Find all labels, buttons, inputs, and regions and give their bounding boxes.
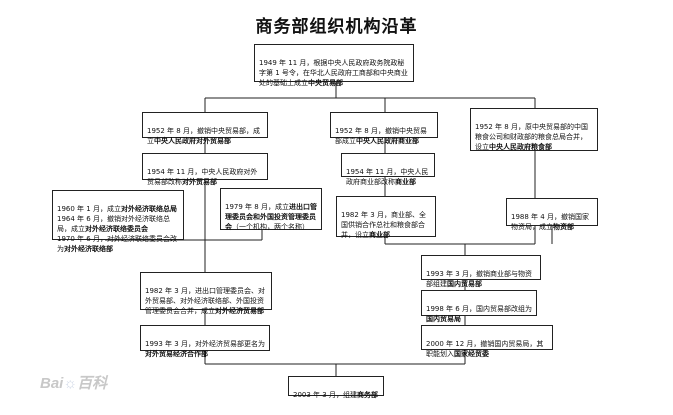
box-text: 1952 年 8 月，撤销中央贸易部成立 (335, 127, 427, 145)
box-1998-domestic-trade-bureau: 1998 年 6 月，国内贸易部改组为国内贸易局 (421, 290, 537, 323)
box-bold-text: 对外贸易经济合作部 (145, 350, 208, 358)
box-bold-text: 对外经济联络委员会 (85, 225, 148, 233)
box-text: 1964 年 6 月，撤销对外经济联络总局，成立 (57, 215, 170, 233)
box-1952-grain-ministry: 1952 年 8 月，原中央贸易部的中国粮食公司和财政部的粮食总局合并，设立中央… (470, 108, 598, 151)
box-bold-text: 中央人民政府商业部 (356, 137, 419, 145)
box-1993-foreign-trade-cooperation: 1993 年 3 月，对外经济贸易部更名为对外贸易经济合作部 (140, 325, 270, 358)
box-text: 1952 年 8 月，撤销中央贸易部，成立 (147, 127, 260, 145)
box-bold-text: 商务部 (356, 391, 378, 399)
watermark-suffix: 百科 (77, 375, 108, 392)
box-text: 1993 年 3 月，撤销商业部与物资部组建 (426, 270, 532, 288)
watermark-logo: Bai☼百科 (40, 372, 107, 393)
box-1979-import-export-committee: 1979 年 8 月，成立进出口管理委员会和外国投资管理委员会（一个机构，两个名… (220, 188, 322, 231)
watermark-text: Bai (40, 375, 64, 392)
box-bold-text: 中央人民政府对外贸易部 (154, 137, 231, 145)
box-2003-commerce-ministry: 2003 年 3 月，组建商务部 (288, 376, 384, 399)
paw-icon: ☼ (63, 375, 78, 392)
box-bold-text: 物资部 (553, 223, 574, 231)
box-text: 1998 年 6 月，国内贸易部改组为 (426, 305, 532, 313)
box-text: 1954 年 11 月，中央人民政府商业部改称 (346, 168, 429, 186)
box-bold-text: 国家经贸委 (454, 350, 489, 358)
box-bold-text: 商业部 (395, 178, 416, 186)
box-bold-text: 对外经济贸易部 (215, 307, 264, 315)
box-1982-commerce-merger: 1982 年 3 月，商业部、全国供销合作总社和粮食部合并，设立商业部 (336, 196, 436, 239)
box-text: 1988 年 4 月，撤销国家物资局，成立 (511, 213, 589, 231)
page-title: 商务部组织机构沿革 (255, 17, 418, 37)
box-text: 1949 年 11 月，根据中央人民政府政务院政秘字第 1 号令，在华北人民政府… (259, 59, 408, 87)
box-bold-text: 对外贸易部 (182, 178, 217, 186)
box-1952-foreign-trade-ministry: 1952 年 8 月，撤销中央贸易部，成立中央人民政府对外贸易部 (142, 112, 268, 145)
box-text: 1982 年 3 月，商业部、全国供销合作总社和粮食部合并，设立 (341, 211, 426, 239)
box-2000-economic-trade-commission: 2000 年 12 月，撤销国内贸易局，其职能划入国家经贸委 (421, 325, 553, 358)
box-1960-economic-liaison: 1960 年 1 月，成立对外经济联络总局 1964 年 6 月，撤销对外经济联… (52, 190, 184, 253)
box-1993-domestic-trade-ministry: 1993 年 3 月，撤销商业部与物资部组建国内贸易部 (421, 255, 541, 288)
box-1949-central-trade-ministry: 1949 年 11 月，根据中央人民政府政务院政秘字第 1 号令，在华北人民政府… (254, 44, 414, 87)
box-text: 2003 年 3 月，组建 (293, 391, 357, 399)
box-1988-materials-ministry: 1988 年 4 月，撤销国家物资局，成立物资部 (506, 198, 598, 231)
box-text: 1982 年 3 月，进出口管理委员会、对外贸易部、对外经济联络部、外国投资管理… (145, 287, 265, 315)
box-text: 1979 年 8 月，成立 (225, 203, 289, 211)
box-text: 1952 年 8 月，原中央贸易部的中国粮食公司和财政部的粮食总局合并，设立 (475, 123, 588, 151)
box-bold-text: 进出口管理委员会和外国投资管理委员会 (225, 203, 317, 231)
box-bold-text: 对外经济联络部 (64, 245, 113, 253)
box-text: 1993 年 3 月，对外经济贸易部更名为 (145, 340, 265, 348)
box-bold-text: 对外经济联络总局 (120, 205, 177, 213)
box-bold-text: 中央贸易部 (308, 79, 343, 87)
box-bold-text: 中央人民政府粮食部 (489, 143, 552, 151)
box-text: 1960 年 1 月，成立 (57, 205, 121, 213)
box-text: （一个机构，两个名称） (232, 223, 309, 231)
box-text: 1954 年 11 月，中央人民政府对外贸易部改称 (147, 168, 258, 186)
box-bold-text: 国内贸易部 (447, 280, 482, 288)
box-bold-text: 国内贸易局 (426, 315, 461, 323)
box-1982-foreign-economic-trade: 1982 年 3 月，进出口管理委员会、对外贸易部、对外经济联络部、外国投资管理… (140, 272, 272, 315)
box-1952-commerce-ministry: 1952 年 8 月，撤销中央贸易部成立中央人民政府商业部 (330, 112, 438, 145)
box-bold-text: 商业部 (369, 231, 390, 239)
box-1954-commerce-ministry: 1954 年 11 月，中央人民政府商业部改称商业部 (341, 153, 435, 186)
box-text: 2000 年 12 月，撤销国内贸易局，其职能划入 (426, 340, 544, 358)
box-1954-foreign-trade-ministry: 1954 年 11 月，中央人民政府对外贸易部改称对外贸易部 (142, 153, 268, 186)
box-text: 1970 年 6 月，对外经济联络委员会改为 (57, 235, 177, 253)
